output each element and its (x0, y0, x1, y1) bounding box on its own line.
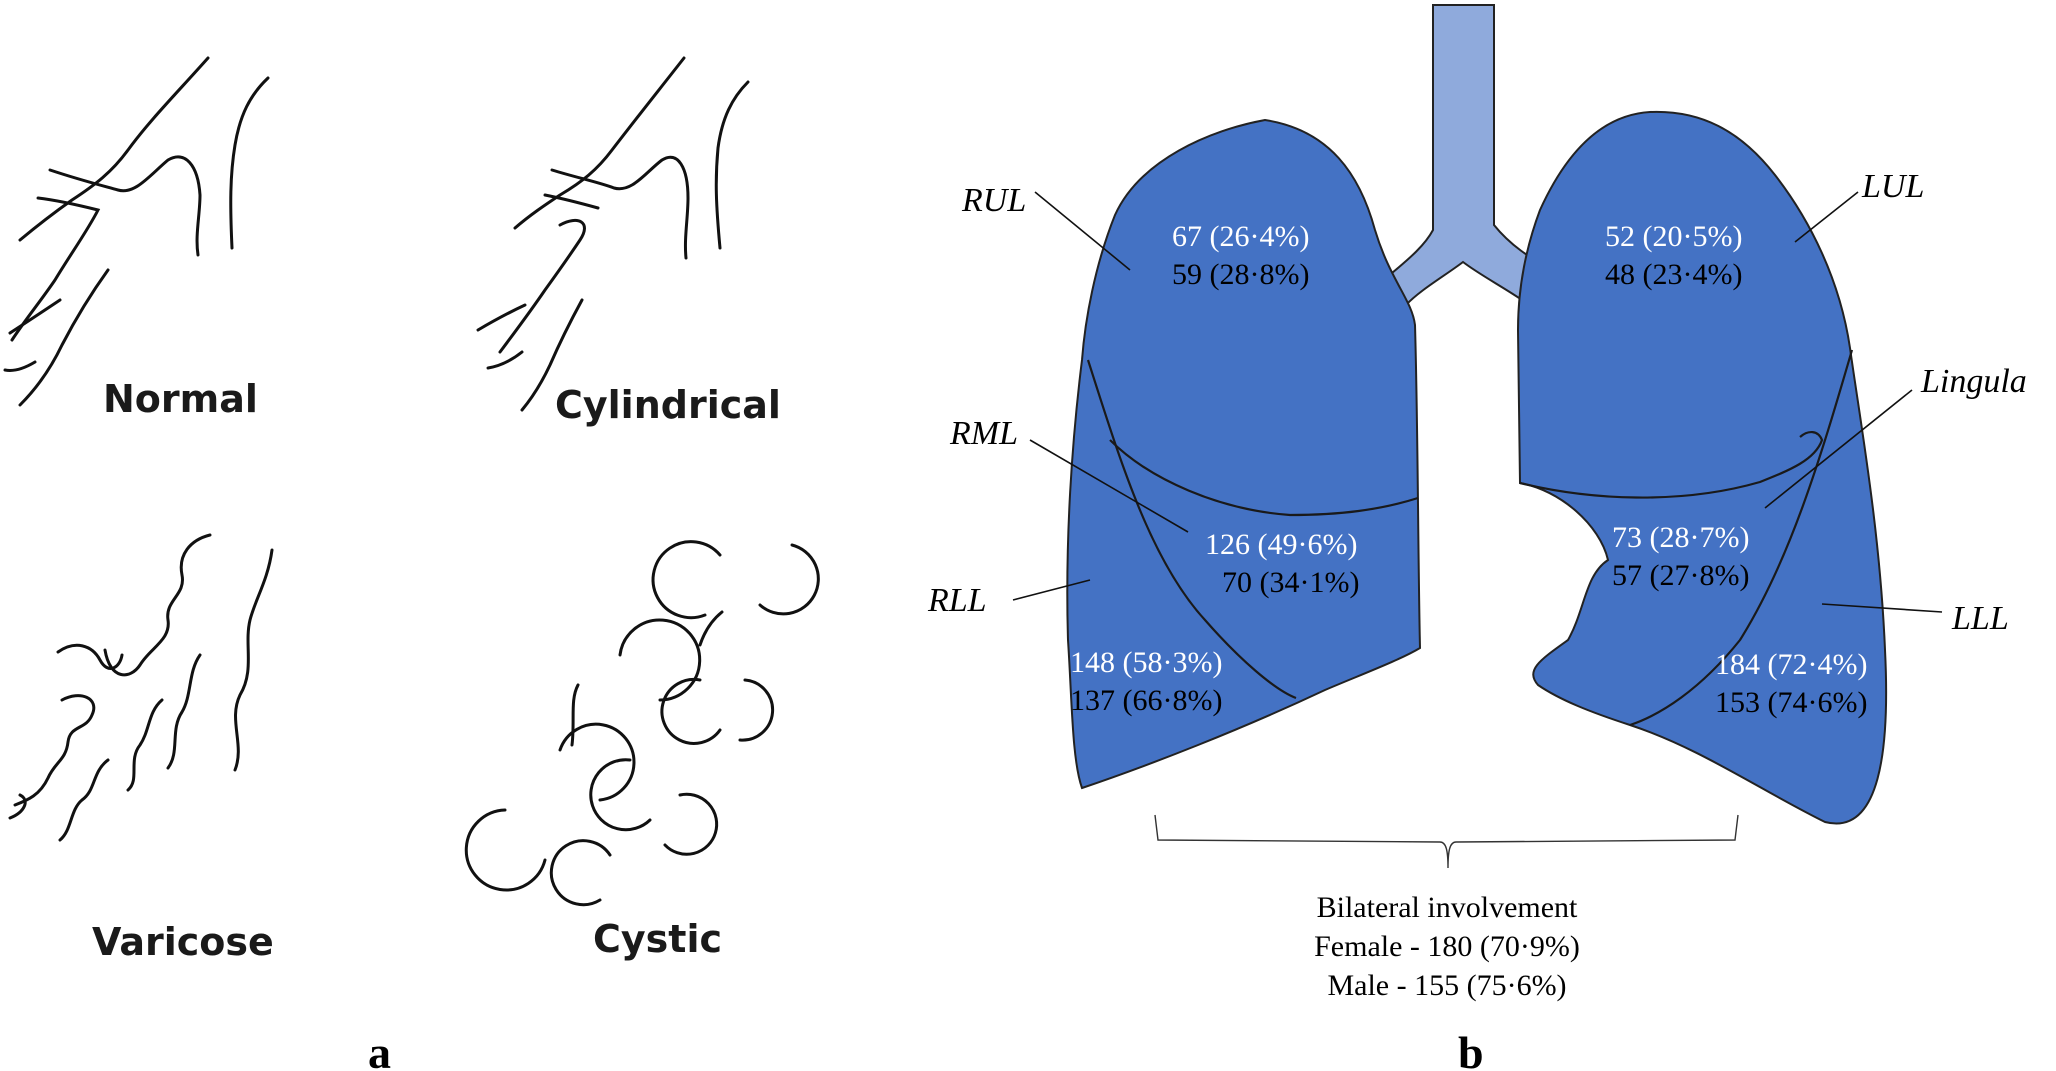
bilateral-title: Bilateral involvement (1317, 891, 1578, 924)
left-lingula-fissure (1519, 431, 1824, 499)
rul-leader-line (1034, 191, 1131, 271)
lingula-female-stat: 73 (28·7%) (1612, 521, 1749, 554)
right-oblique-fissure (1086, 359, 1297, 700)
panel-a: Normal Cylindrical Varicose (3, 56, 820, 1071)
lul-lobe-label: LUL (1861, 168, 1924, 205)
lll-lobe-label: LLL (1951, 600, 2009, 637)
bilateral-male: Male - 155 (75·6%) (1327, 969, 1566, 1002)
rll-leader-line (1012, 579, 1091, 601)
rul-female-stat: 67 (26·4%) (1172, 220, 1309, 253)
rll-lobe-label: RLL (927, 582, 987, 619)
rml-leader-line (1029, 439, 1189, 533)
lul-female-stat: 52 (20·5%) (1605, 220, 1742, 253)
rul-lobe-label: RUL (961, 182, 1026, 219)
panel-b-label: b (1458, 1027, 1484, 1071)
lll-male-stat: 153 (74·6%) (1715, 686, 1867, 719)
panel-b: RUL RML RLL LUL Lingula LLL 67 (26·4%) 5… (927, 4, 2027, 1071)
lul-leader-line (1794, 191, 1859, 243)
lul-male-stat: 48 (23·4%) (1605, 258, 1742, 291)
bilateral-female: Female - 180 (70·9%) (1314, 930, 1580, 963)
rll-male-stat: 137 (66·8%) (1070, 684, 1222, 717)
cylindrical-type-label: Cylindrical (555, 383, 781, 427)
rml-lobe-label: RML (949, 415, 1018, 452)
cylindrical-airway-icon (476, 56, 750, 412)
rll-female-stat: 148 (58·3%) (1070, 646, 1222, 679)
left-lung-shape (1516, 110, 1888, 825)
lll-leader-line (1821, 603, 1943, 613)
right-lung-shape (1066, 118, 1422, 790)
varicose-type-label: Varicose (92, 920, 274, 964)
left-oblique-fissure (1629, 349, 1854, 727)
rul-male-stat: 59 (28·8%) (1172, 258, 1309, 291)
lll-female-stat: 184 (72·4%) (1715, 648, 1867, 681)
normal-airway-icon (3, 56, 270, 407)
normal-type-label: Normal (103, 377, 258, 421)
cystic-type-label: Cystic (593, 917, 722, 961)
cystic-airway-icon (464, 540, 820, 907)
panel-a-label: a (368, 1027, 391, 1071)
trachea-shape (1390, 4, 1554, 307)
varicose-airway-icon (8, 533, 274, 842)
bilateral-brace (1154, 814, 1739, 869)
lingula-leader-line (1764, 389, 1913, 509)
right-horizontal-fissure (1109, 439, 1419, 517)
rml-female-stat: 126 (49·6%) (1205, 528, 1357, 561)
rml-male-stat: 70 (34·1%) (1222, 566, 1359, 599)
lingula-lobe-label: Lingula (1920, 363, 2027, 400)
lingula-male-stat: 57 (27·8%) (1612, 559, 1749, 592)
